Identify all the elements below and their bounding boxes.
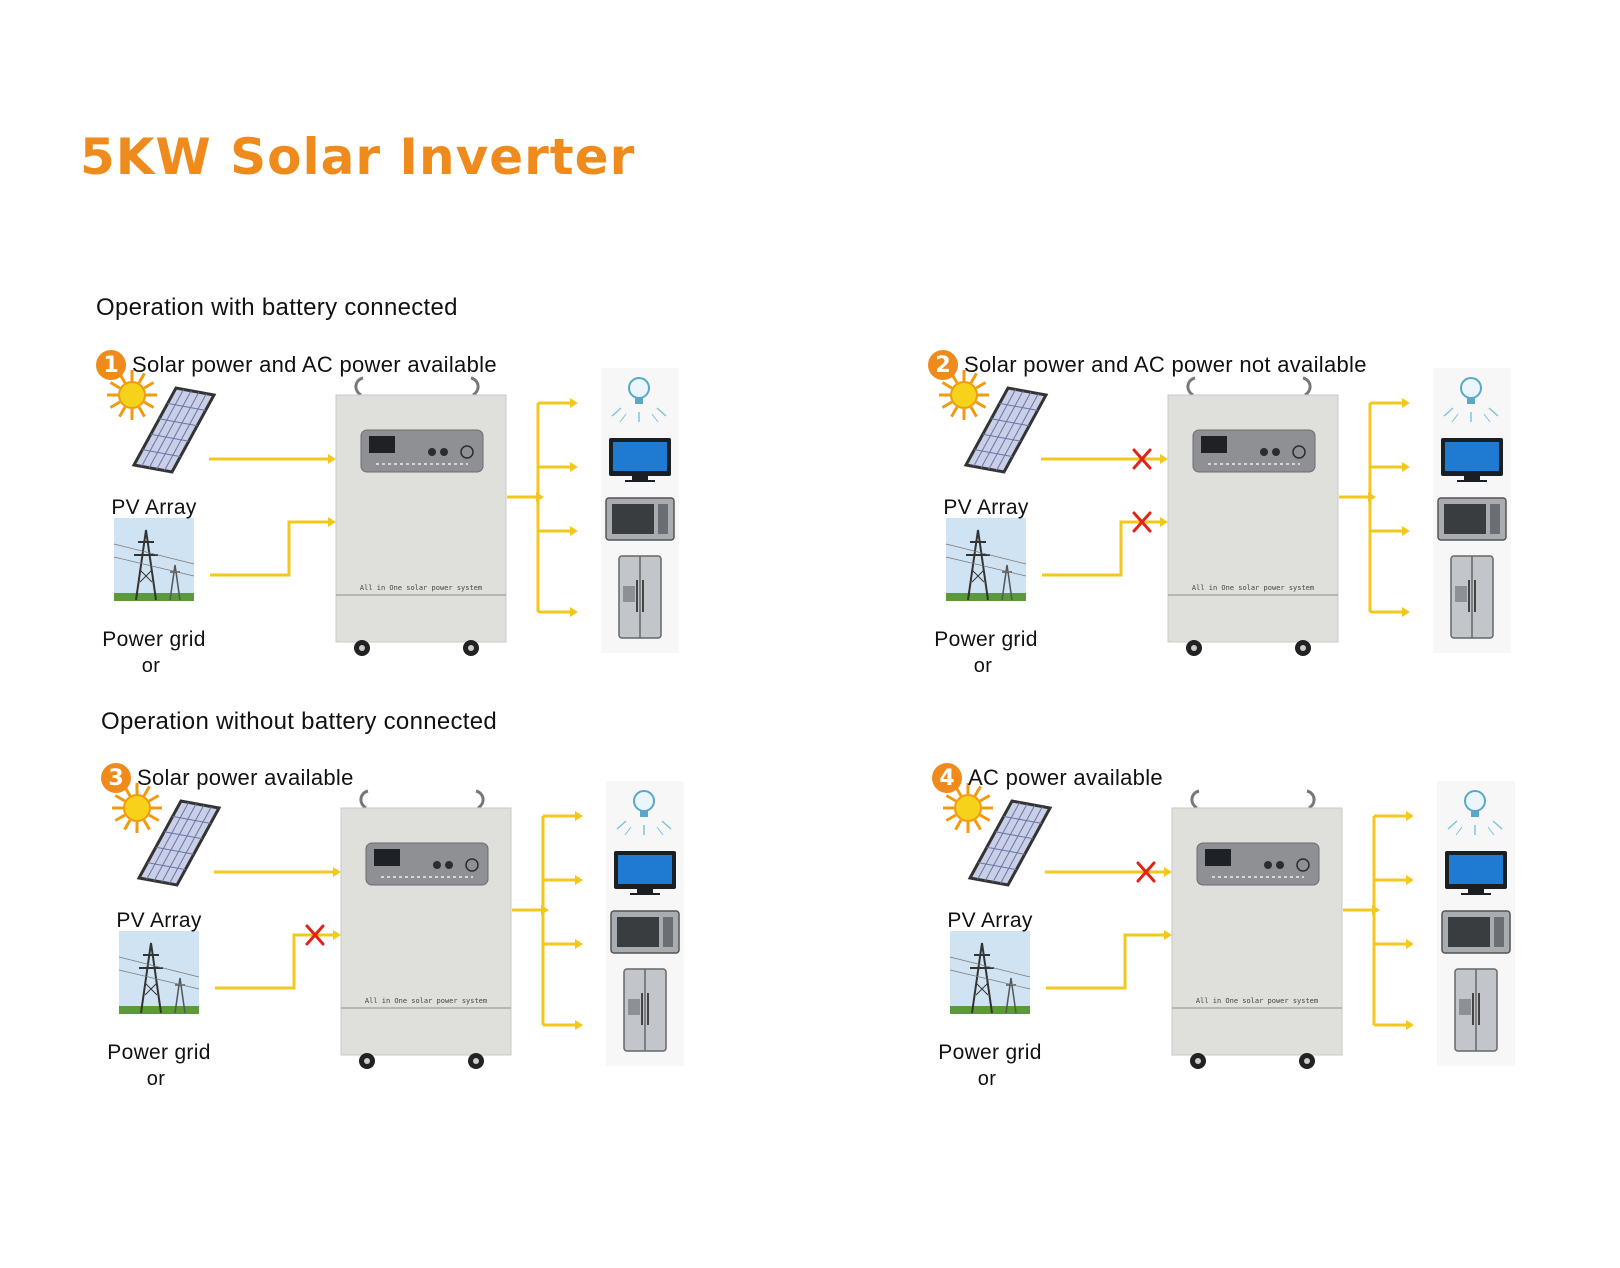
or-label: or	[141, 655, 161, 677]
microwave-icon	[1437, 497, 1507, 541]
inverter-front-text: All in One solar power system	[365, 997, 487, 1005]
or-label: or	[973, 655, 993, 677]
step-number-badge: 3	[101, 763, 131, 793]
step-number-badge: 4	[932, 763, 962, 793]
inverter-cabinet: All in One solar power system	[335, 376, 507, 656]
panel-label: Solar power and AC power available	[132, 352, 497, 377]
power-grid-tower-icon	[118, 931, 200, 1014]
refrigerator-icon	[1454, 968, 1498, 1052]
tv-icon	[1441, 438, 1503, 482]
mode-panel-3: All in One solar power system	[101, 763, 721, 1098]
section-heading-without-battery: Operation without battery connected	[101, 708, 498, 735]
refrigerator-icon	[623, 968, 667, 1052]
pv-array-label: PV Array	[111, 496, 197, 519]
section-heading-with-battery: Operation with battery connected	[96, 294, 458, 321]
microwave-icon	[605, 497, 675, 541]
panel-heading: 3 Solar power available	[101, 763, 354, 793]
pv-array-label: PV Array	[943, 496, 1029, 519]
power-grid-tower-icon	[113, 518, 195, 601]
inverter-cabinet: All in One solar power system	[1171, 789, 1343, 1069]
pv-array-label: PV Array	[947, 909, 1033, 932]
flow-lines	[209, 401, 570, 614]
sun-icon	[939, 370, 989, 420]
panel-label: Solar power available	[137, 765, 354, 790]
power-grid-tower-icon	[945, 518, 1027, 601]
microwave-icon	[610, 910, 680, 954]
mode-panel-4: All in One solar power system	[932, 763, 1552, 1098]
page-title: 5KW Solar Inverter	[80, 128, 636, 186]
microwave-icon	[1441, 910, 1511, 954]
mode-panel-1: All in One solar power system	[96, 350, 716, 685]
panel-label: Solar power and AC power not available	[964, 352, 1367, 377]
inverter-cabinet: All in One solar power system	[1167, 376, 1339, 656]
inverter-front-text: All in One solar power system	[360, 584, 482, 592]
or-label: or	[146, 1068, 166, 1090]
refrigerator-icon	[618, 555, 662, 639]
tv-icon	[609, 438, 671, 482]
sun-icon	[943, 783, 993, 833]
inverter-cabinet: All in One solar power system	[340, 789, 512, 1069]
solar-panel-icon	[136, 799, 222, 887]
blocked-cross-icon	[1136, 861, 1156, 883]
solar-panel-icon	[131, 386, 217, 474]
power-grid-label: Power grid	[938, 1041, 1042, 1064]
sun-icon	[112, 783, 162, 833]
panel-heading: 1 Solar power and AC power available	[96, 350, 497, 380]
solar-panel-icon	[963, 386, 1049, 474]
panel-heading: 4 AC power available	[932, 763, 1163, 793]
panel-heading: 2 Solar power and AC power not available	[928, 350, 1367, 380]
light-bulb-icon	[611, 377, 667, 423]
refrigerator-icon	[1450, 555, 1494, 639]
sun-icon	[107, 370, 157, 420]
tv-icon	[1445, 851, 1507, 895]
blocked-cross-icon	[1132, 448, 1152, 470]
blocked-cross-icon	[305, 924, 325, 946]
step-number-badge: 1	[96, 350, 126, 380]
power-grid-label: Power grid	[102, 628, 206, 651]
inverter-front-text: All in One solar power system	[1196, 997, 1318, 1005]
mode-panel-2: All in One solar power system	[928, 350, 1548, 685]
light-bulb-icon	[1443, 377, 1499, 423]
tv-icon	[614, 851, 676, 895]
blocked-cross-icon	[1132, 511, 1152, 533]
pv-array-label: PV Array	[116, 909, 202, 932]
step-number-badge: 2	[928, 350, 958, 380]
power-grid-label: Power grid	[934, 628, 1038, 651]
panel-label: AC power available	[968, 765, 1163, 790]
light-bulb-icon	[616, 790, 672, 836]
or-label: or	[977, 1068, 997, 1090]
power-grid-tower-icon	[949, 931, 1031, 1014]
light-bulb-icon	[1447, 790, 1503, 836]
solar-panel-icon	[967, 799, 1053, 887]
power-grid-label: Power grid	[107, 1041, 211, 1064]
inverter-front-text: All in One solar power system	[1192, 584, 1314, 592]
